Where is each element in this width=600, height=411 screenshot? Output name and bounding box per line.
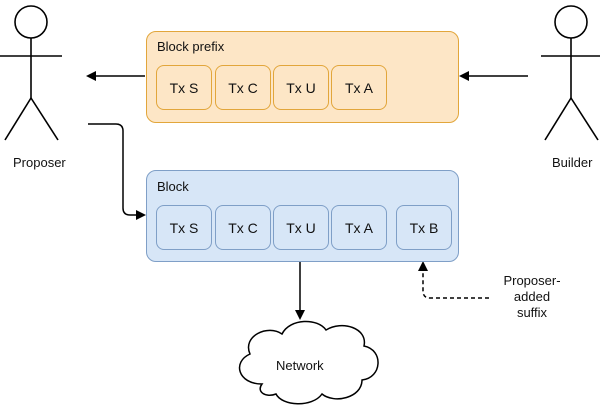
block-tx-a: Tx A <box>331 205 387 250</box>
builder-figure-icon <box>541 5 600 141</box>
block-tx-b-suffix: Tx B <box>396 205 452 250</box>
prefix-tx-c: Tx C <box>215 65 271 110</box>
suffix-annotation-line3: suffix <box>516 305 548 320</box>
block-title: Block <box>157 179 189 194</box>
network-cloud-icon <box>238 320 379 405</box>
proposer-label: Proposer <box>13 155 66 170</box>
block-prefix-title: Block prefix <box>157 39 225 54</box>
prefix-tx-s: Tx S <box>156 65 212 110</box>
block-tx-s: Tx S <box>156 205 212 250</box>
prefix-tx-u: Tx U <box>273 65 329 110</box>
proposer-to-block-arrow <box>88 123 146 220</box>
suffix-annotation: Proposer- added suffix <box>492 273 572 321</box>
block-tx-c: Tx C <box>215 205 271 250</box>
prefix-tx-a: Tx A <box>331 65 387 110</box>
builder-label: Builder <box>552 155 593 170</box>
suffix-annotation-line1: Proposer- <box>503 273 561 288</box>
block-tx-u: Tx U <box>273 205 329 250</box>
network-label: Network <box>276 358 324 373</box>
suffix-annotation-line2: added <box>513 289 551 304</box>
proposer-figure-icon <box>0 5 62 141</box>
suffix-annotation-arrow <box>418 261 489 299</box>
